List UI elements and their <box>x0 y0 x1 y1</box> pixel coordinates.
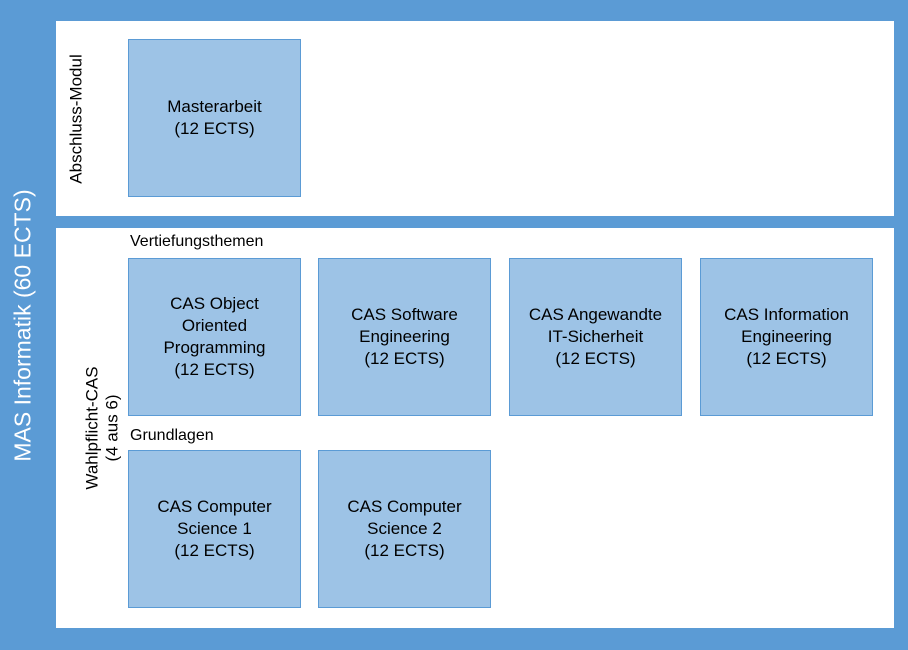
module-line: Programming <box>163 338 266 357</box>
module-line: (12 ECTS) <box>555 349 636 368</box>
module-line: CAS Information <box>724 305 849 324</box>
elective-panel: Wahlpflicht-CAS (4 aus 6) Vertiefungsthe… <box>56 228 894 628</box>
module-text: CAS Computer Science 2 (12 ECTS) <box>339 496 469 562</box>
module-text: CAS Software Engineering (12 ECTS) <box>343 304 466 370</box>
module-line: CAS Software <box>351 305 458 324</box>
module-line: Science 1 <box>177 519 252 538</box>
elective-label-line1: Wahlpflicht-CAS <box>83 366 103 490</box>
module-line: (12 ECTS) <box>364 541 445 560</box>
module-line: CAS Computer <box>347 497 462 516</box>
module-line: IT-Sicherheit <box>547 327 644 346</box>
module-text: Masterarbeit (12 ECTS) <box>159 96 269 140</box>
module-box-masterarbeit: Masterarbeit (12 ECTS) <box>128 39 301 197</box>
module-line: Masterarbeit <box>167 97 262 116</box>
module-line: (12 ECTS) <box>746 349 827 368</box>
module-line: Engineering <box>359 327 450 346</box>
program-title-text: MAS Informatik (60 ECTS) <box>9 188 36 462</box>
module-text: CAS Information Engineering (12 ECTS) <box>716 304 857 370</box>
module-line: (12 ECTS) <box>364 349 445 368</box>
elective-label-text: Wahlpflicht-CAS (4 aus 6) <box>83 366 123 489</box>
final-module-panel: Abschluss-Modul Masterarbeit (12 ECTS) <box>56 21 894 216</box>
module-line: Oriented <box>181 316 248 335</box>
module-text: CAS Computer Science 1 (12 ECTS) <box>149 496 279 562</box>
module-text: CAS Angewandte IT-Sicherheit (12 ECTS) <box>521 304 670 370</box>
elective-label-line2: (4 aus 6) <box>103 394 123 462</box>
group-label-grundlagen: Grundlagen <box>130 427 214 444</box>
module-line: (12 ECTS) <box>174 360 255 379</box>
module-box-software-engineering: CAS Software Engineering (12 ECTS) <box>318 258 491 416</box>
module-box-information-engineering: CAS Information Engineering (12 ECTS) <box>700 258 873 416</box>
program-title: MAS Informatik (60 ECTS) <box>0 0 46 650</box>
module-text: CAS Object Oriented Programming (12 ECTS… <box>155 293 273 381</box>
module-line: Science 2 <box>367 519 442 538</box>
module-line: Engineering <box>741 327 832 346</box>
module-line: (12 ECTS) <box>174 119 255 138</box>
final-module-label: Abschluss-Modul <box>56 21 98 216</box>
final-module-label-text: Abschluss-Modul <box>67 53 87 184</box>
module-box-computer-science-1: CAS Computer Science 1 (12 ECTS) <box>128 450 301 608</box>
group-label-vertiefung: Vertiefungsthemen <box>130 233 264 250</box>
module-line: CAS Angewandte <box>528 305 663 324</box>
module-line: CAS Computer <box>157 497 272 516</box>
module-box-computer-science-2: CAS Computer Science 2 (12 ECTS) <box>318 450 491 608</box>
module-line: (12 ECTS) <box>174 541 255 560</box>
module-box-oop: CAS Object Oriented Programming (12 ECTS… <box>128 258 301 416</box>
module-box-it-sicherheit: CAS Angewandte IT-Sicherheit (12 ECTS) <box>509 258 682 416</box>
module-line: CAS Object <box>170 294 259 313</box>
